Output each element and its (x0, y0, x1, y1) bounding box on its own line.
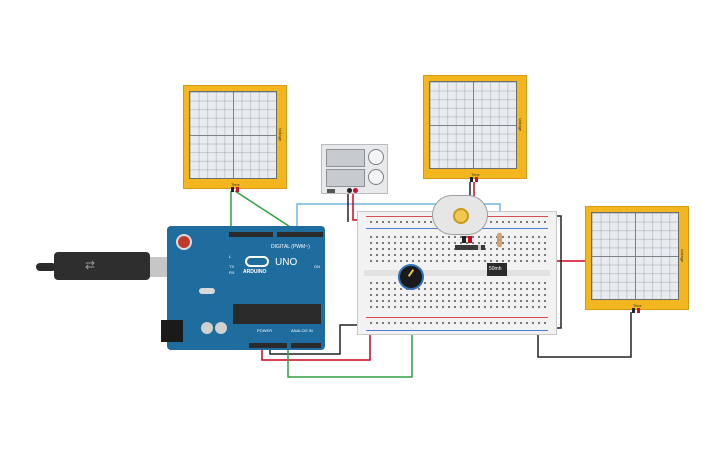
digital-header-right[interactable] (277, 232, 323, 237)
black-wire-right[interactable] (555, 215, 562, 329)
atmega-chip (233, 304, 321, 324)
upper-terminal-holes (368, 234, 550, 266)
crystal (199, 288, 215, 294)
brand-label: ARDUINO (243, 269, 267, 275)
oscilloscope-screen (189, 91, 277, 179)
arduino-uno-board[interactable]: DIGITAL (PWM~) TX RX L ON ARDUINO UNO PO… (161, 226, 325, 350)
voltage-label: Voltage (680, 248, 686, 263)
oscilloscope-3[interactable]: Time Voltage (585, 206, 689, 313)
model-label: UNO (275, 257, 298, 268)
oscilloscope-1[interactable]: Time Voltage (183, 85, 287, 192)
usb-connector (150, 257, 170, 277)
motor-shaft-icon (453, 208, 469, 224)
power-jack (161, 320, 183, 342)
motor-terminal-positive[interactable] (468, 236, 472, 243)
probe-pin-positive[interactable] (475, 177, 478, 182)
current-display (326, 169, 365, 187)
current-knob[interactable] (368, 169, 384, 185)
probe-pin-negative[interactable] (231, 187, 234, 192)
arduino-logo-icon (245, 256, 269, 267)
inductor-label: 50mh (489, 266, 502, 272)
green-wire-a0[interactable] (287, 308, 413, 378)
probe-pin-positive[interactable] (637, 308, 640, 313)
oscilloscope-2[interactable]: Time Voltage (423, 75, 527, 182)
time-label: Time (633, 303, 642, 308)
power-switch[interactable] (327, 189, 335, 193)
usb-plug (54, 252, 150, 280)
voltage-knob[interactable] (368, 149, 384, 165)
probe-pin-positive[interactable] (236, 187, 239, 192)
resistor[interactable] (497, 233, 502, 247)
diode-band (478, 245, 481, 250)
power-label: POWER (257, 328, 273, 333)
diode[interactable] (455, 245, 485, 250)
lower-terminal-holes (368, 280, 550, 312)
voltage-label: Voltage (518, 117, 524, 132)
on-label: ON (314, 264, 320, 269)
black-wire-gnd[interactable] (269, 324, 372, 355)
probe-pin-negative[interactable] (470, 177, 473, 182)
analog-header[interactable] (291, 343, 321, 348)
tx-label: TX (229, 264, 235, 269)
capacitor-1 (201, 322, 213, 334)
positive-terminal[interactable] (353, 188, 358, 193)
red-wire-5v[interactable] (261, 330, 371, 361)
negative-terminal[interactable] (347, 188, 352, 193)
oscilloscope-screen (429, 81, 517, 169)
center-channel (364, 270, 550, 276)
time-label: Time (231, 182, 240, 187)
time-label: Time (471, 172, 480, 177)
dc-motor[interactable] (432, 195, 488, 235)
black-wire-scope3[interactable] (537, 312, 632, 358)
analog-label: ANALOG IN (291, 328, 313, 333)
usb-cable (36, 263, 56, 271)
bottom-rail-holes (368, 320, 550, 328)
power-header[interactable] (249, 343, 287, 348)
green-wire-scope1-b[interactable] (234, 190, 299, 233)
bottom-rail-blue (366, 330, 548, 331)
inductor[interactable]: 50mh (487, 263, 507, 276)
potentiometer-knob-indicator (407, 269, 415, 277)
digital-header-left[interactable] (229, 232, 273, 237)
l-label: L (229, 254, 232, 259)
motor-terminal-negative[interactable] (462, 236, 466, 243)
bottom-rail-red (366, 317, 548, 318)
usb-icon: ⇄ (85, 258, 96, 272)
probe-pin-negative[interactable] (632, 308, 635, 313)
digital-label: DIGITAL (PWM~) (271, 244, 310, 250)
voltage-display (326, 149, 365, 167)
reset-button[interactable] (176, 234, 192, 250)
capacitor-2 (215, 322, 227, 334)
voltage-label: Voltage (278, 127, 284, 142)
potentiometer[interactable] (398, 264, 424, 290)
oscilloscope-screen (591, 212, 679, 300)
power-supply[interactable] (321, 144, 388, 194)
rx-label: RX (229, 270, 235, 275)
